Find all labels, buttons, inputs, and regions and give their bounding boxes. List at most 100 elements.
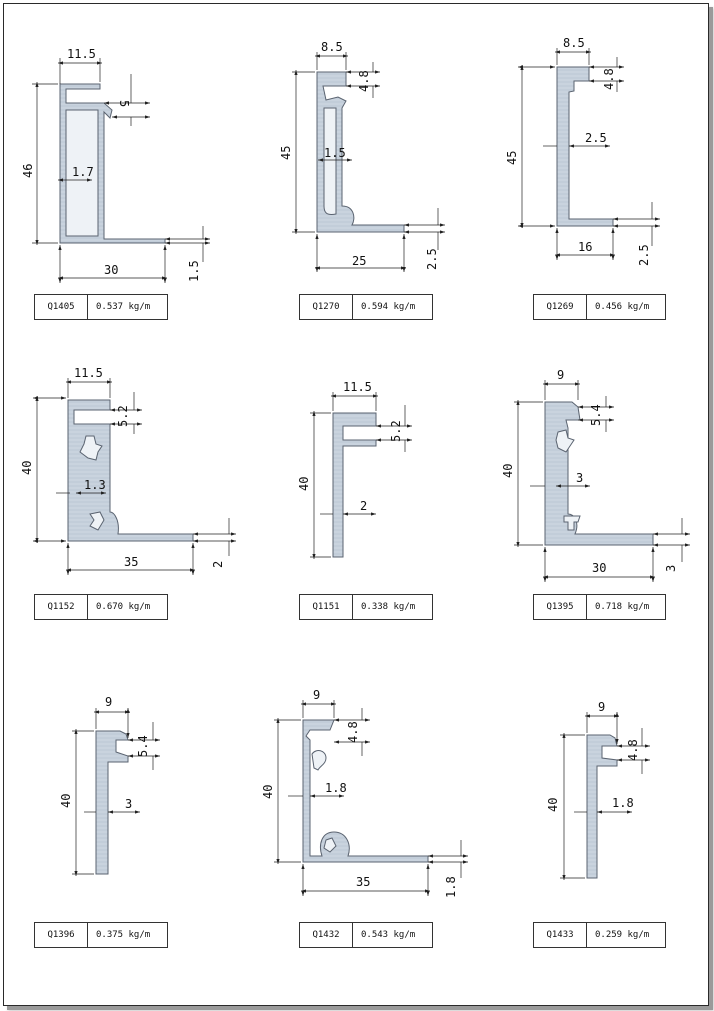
dimension-arrowhead	[653, 543, 658, 547]
dimension-arrowhead	[315, 266, 320, 270]
dimension-arrowhead	[609, 405, 614, 409]
dimension-arrowhead	[586, 50, 591, 54]
dimension-arrowhead	[550, 65, 555, 69]
dimension-arrowhead	[312, 554, 316, 559]
dimension-arrowhead	[578, 405, 583, 409]
dimension-arrowhead	[318, 158, 323, 162]
dim-label: 30	[104, 263, 118, 277]
dimension-arrowhead	[589, 79, 594, 83]
dim-label: 2.5	[425, 248, 439, 270]
dim-label: 5.4	[589, 404, 603, 426]
dimension-arrowhead	[617, 744, 622, 748]
dimension-arrowhead	[645, 744, 650, 748]
dimension-arrowhead	[597, 810, 602, 814]
dimension-arrowhead	[562, 875, 566, 880]
dimension-arrowhead	[74, 871, 78, 876]
profile-code: Q1270	[300, 295, 353, 319]
dimension-arrowhead	[404, 230, 409, 234]
profile-drawing-q1432: 9 4.8 40 1.8 35 1.8	[261, 688, 468, 898]
dimension-arrowhead	[163, 245, 167, 250]
dim-label: 11.5	[67, 47, 96, 61]
dimension-arrowhead	[428, 854, 433, 858]
profile-label-q1432: Q1432 0.543 kg/m	[299, 922, 433, 948]
profile-drawing-q1270: 8.5 4.8 45 1.5 25 2.5	[279, 40, 445, 272]
dimension-arrowhead	[550, 224, 555, 228]
dimension-arrowhead	[145, 101, 150, 105]
dimension-arrowhead	[371, 512, 376, 516]
dimension-arrowhead	[555, 228, 559, 233]
dimension-arrowhead	[655, 217, 660, 221]
dim-label: 9	[313, 688, 320, 702]
dimension-arrowhead	[112, 115, 117, 119]
dimension-arrowhead	[135, 810, 140, 814]
dim-label: 11.5	[74, 366, 103, 380]
dim-label: 5.4	[136, 735, 150, 757]
dim-label: 1.5	[324, 146, 346, 160]
profile-label-q1151: Q1151 0.338 kg/m	[299, 594, 433, 620]
dimension-arrowhead	[555, 50, 560, 54]
dimension-arrowhead	[407, 438, 412, 442]
profile-weight: 0.718 kg/m	[595, 602, 650, 612]
dimension-arrowhead	[58, 245, 62, 250]
dimension-arrowhead	[555, 255, 559, 260]
dim-label: 4.8	[602, 68, 616, 90]
dimension-arrowhead	[231, 532, 236, 536]
dimension-arrowhead	[165, 237, 170, 241]
dim-label: 9	[598, 700, 605, 714]
dimension-arrowhead	[94, 710, 99, 714]
dimension-arrowhead	[191, 570, 195, 575]
dim-label: 2.5	[637, 244, 651, 266]
profile-weight: 0.338 kg/m	[361, 602, 416, 612]
dimension-arrowhead	[162, 276, 167, 280]
dim-label: 40	[297, 477, 311, 491]
profile-drawing-q1395: 9 5.4 40 3 30 3	[501, 368, 690, 582]
dim-label: 45	[505, 151, 519, 165]
dimension-arrowhead	[35, 82, 39, 87]
dimension-arrowhead	[402, 234, 406, 239]
dimension-arrowhead	[101, 491, 106, 495]
dimension-arrowhead	[440, 223, 445, 227]
dimension-arrowhead	[58, 276, 63, 280]
dimension-arrowhead	[76, 491, 81, 495]
dimension-arrowhead	[97, 61, 102, 65]
dimension-arrowhead	[331, 702, 336, 706]
dimension-arrowhead	[375, 84, 380, 88]
dimension-arrowhead	[193, 539, 198, 543]
profile-drawing-q1269: 8.5 4.8 45 2.5 16 2.5	[505, 36, 660, 266]
profile-drawing-q1152: 11.5 5.2 40 1.3 35 2	[20, 366, 236, 575]
dim-label: 40	[59, 794, 73, 808]
dim-label: 1.8	[444, 876, 458, 898]
profile-weight: 0.456 kg/m	[595, 302, 650, 312]
profile-label-q1395: Q1395 0.718 kg/m	[533, 594, 666, 620]
profile-drawing-q1405: 11.5 5 46 1.7 30 1.5	[21, 47, 210, 283]
dimension-arrowhead	[610, 253, 615, 257]
profile-weight: 0.670 kg/m	[96, 602, 151, 612]
profile-label-q1152: Q1152 0.670 kg/m	[34, 594, 168, 620]
dim-label: 9	[557, 368, 564, 382]
dim-label: 1.5	[187, 260, 201, 282]
dim-label: 40	[261, 785, 275, 799]
dimension-arrowhead	[575, 382, 580, 386]
dimension-arrowhead	[294, 229, 298, 234]
profile-code: Q1151	[300, 595, 353, 619]
dimension-arrowhead	[35, 240, 39, 245]
dimension-arrowhead	[128, 738, 133, 742]
dimension-arrowhead	[137, 422, 142, 426]
dimension-arrowhead	[585, 484, 590, 488]
dim-label: 4.8	[357, 70, 371, 92]
dimension-arrowhead	[440, 230, 445, 234]
dimension-arrowhead	[128, 754, 133, 758]
profile-label-q1270: Q1270 0.594 kg/m	[299, 294, 433, 320]
profile-drawing-q1396: 9 5.4 40 3	[59, 695, 160, 876]
dim-label: 40	[20, 461, 34, 475]
dim-label: 1.8	[325, 781, 347, 795]
dim-label: 4.8	[346, 721, 360, 743]
profile-label-q1396: Q1396 0.375 kg/m	[34, 922, 168, 948]
dimension-arrowhead	[35, 396, 39, 401]
dimension-arrowhead	[301, 891, 305, 896]
profile-code: Q1433	[534, 923, 587, 947]
dim-label: 35	[356, 875, 370, 889]
dim-label: 1.3	[84, 478, 106, 492]
dimension-arrowhead	[205, 241, 210, 245]
